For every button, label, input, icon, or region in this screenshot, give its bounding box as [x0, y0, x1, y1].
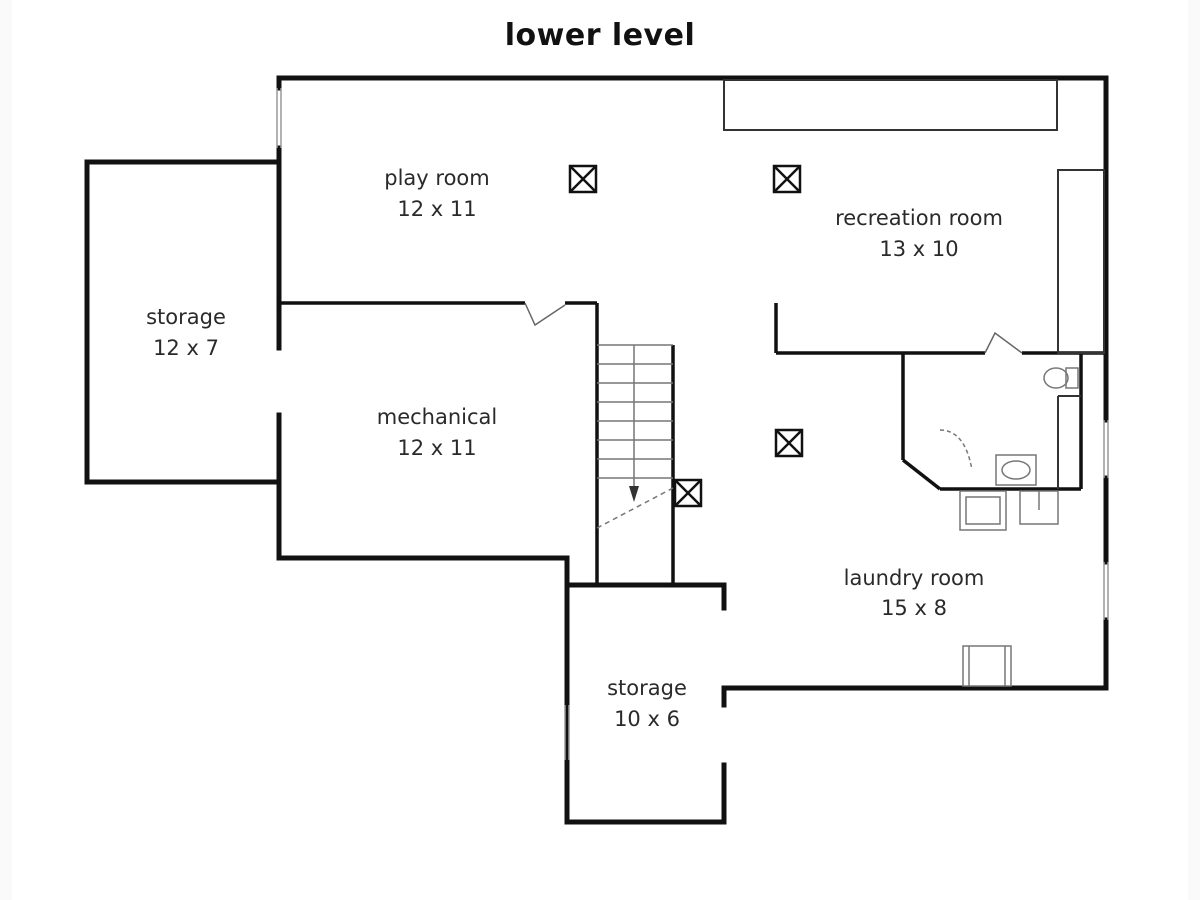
door-mechanical — [524, 302, 566, 327]
wall-bath-corner — [901, 458, 942, 491]
plan-title: lower level — [504, 18, 696, 53]
recreation-room-size: 13 x 10 — [879, 237, 958, 261]
bath-fixtures — [939, 367, 1079, 486]
sink-icon — [995, 454, 1037, 486]
laundry-fixtures — [959, 490, 1059, 687]
built-in-cabinet-right — [1057, 169, 1105, 354]
floor-plan-sheet — [12, 0, 1188, 900]
mechanical-size: 12 x 11 — [397, 436, 476, 460]
vent-icon — [568, 164, 598, 194]
toilet-icon — [1043, 367, 1079, 389]
laundry-room-name: laundry room — [844, 566, 985, 590]
vent-icon — [774, 428, 804, 458]
vent-icon — [673, 478, 703, 508]
washer-icon — [959, 490, 1007, 531]
recreation-room-name: recreation room — [835, 206, 1003, 230]
stair-direction-arrow — [629, 486, 639, 502]
play-room-size: 12 x 11 — [397, 197, 476, 221]
shower-curve — [939, 429, 973, 471]
storage-left-name: storage — [146, 305, 226, 329]
play-room-name: play room — [384, 166, 489, 190]
built-ins — [723, 79, 1105, 489]
vent-icon — [772, 164, 802, 194]
stairs — [596, 344, 674, 529]
laundry-room-size: 15 x 8 — [881, 596, 947, 620]
dryer-icon — [1019, 490, 1059, 525]
interior-walls — [279, 301, 1106, 585]
doors — [524, 302, 1023, 354]
mechanical-name: mechanical — [377, 405, 498, 429]
door-recreation — [984, 331, 1023, 354]
storage-bottom-name: storage — [607, 676, 687, 700]
water-heater-icon — [962, 645, 1012, 687]
vents — [568, 164, 804, 508]
counter-top — [723, 79, 1058, 131]
windows — [276, 88, 1109, 760]
room-labels: play room 12 x 11 recreation room 13 x 1… — [146, 166, 1003, 731]
storage-left-size: 12 x 7 — [153, 336, 219, 360]
storage-bottom-size: 10 x 6 — [614, 707, 680, 731]
walls — [84, 75, 1109, 825]
